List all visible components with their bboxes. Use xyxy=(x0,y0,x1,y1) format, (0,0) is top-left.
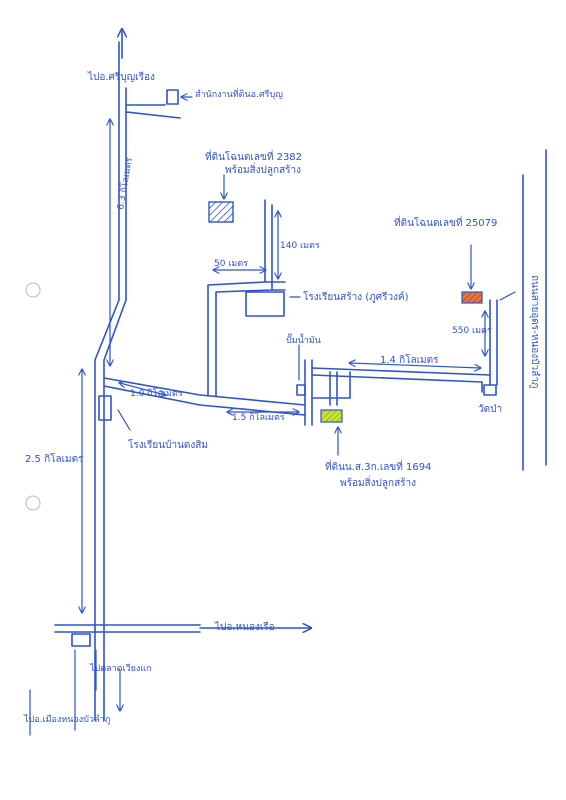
market-building xyxy=(71,633,91,647)
plot-1694 xyxy=(320,409,343,423)
school-pointer xyxy=(117,409,131,431)
distance-10-line xyxy=(120,383,165,395)
label-dist-25: 2.5 กิโลเมตร xyxy=(25,452,84,465)
label-dist-550: 550 เมตร xyxy=(452,326,492,336)
plot-25079 xyxy=(461,291,483,304)
school-building xyxy=(98,395,112,421)
label-dist-63: 6.3 กิโลเมตร xyxy=(115,157,135,211)
label-plot3-title: ที่ดินน.ส.3ก.เลขที่ 1694 xyxy=(325,459,431,473)
label-dist-10: 1.0 กิโลเมตร xyxy=(130,388,183,399)
distance-14-line xyxy=(350,363,480,368)
label-to-nongbua: ไปอ.หนองเรือ xyxy=(214,621,275,633)
label-dist-140: 140 เมตร xyxy=(280,241,320,251)
binder-hole xyxy=(25,495,41,511)
branch-road-plot1 xyxy=(207,199,286,397)
label-land-office: สำนักงานที่ดินอ.ศรีบุญ xyxy=(195,87,283,100)
school-nong-building xyxy=(245,291,285,317)
land-office-building xyxy=(166,89,179,105)
office-road xyxy=(125,111,181,119)
plot-2382 xyxy=(208,201,234,223)
south-road xyxy=(54,625,310,632)
label-road-right: ถนนสายอุดร-หนองบัวลำภู xyxy=(529,275,540,388)
label-plot1-title: ที่ดินโฉนดเลขที่ 2382 xyxy=(205,149,302,163)
label-fuel-station: ปั๊มน้ำมัน xyxy=(286,333,321,346)
label-plot3-sub: พร้อมสิ่งปลูกสร้าง xyxy=(340,475,416,489)
label-plot1-sub: พร้อมสิ่งปลูกสร้าง xyxy=(225,162,301,176)
label-school2: โรงเรียนบ้านดงสิม xyxy=(128,438,208,451)
label-plot2-title: ที่ดินโฉนดเลขที่ 25079 xyxy=(394,215,497,229)
binder-hole xyxy=(25,282,41,298)
temple-road xyxy=(481,299,498,393)
label-dist-15: 1.5 กิโลเมตร xyxy=(232,412,285,423)
label-school-nong: โรงเรียนสร้าง (ภูศรีวงค์) xyxy=(303,290,409,303)
label-to-city: ไปอ.เมืองหนองบัวลำภู xyxy=(23,714,111,725)
label-temple: วัดป่า xyxy=(478,404,502,415)
label-to-market: ไปตลาดเวียงแก xyxy=(89,663,152,674)
plot2-road-stub xyxy=(499,291,516,301)
temple-building xyxy=(483,384,497,396)
fuel-station-building xyxy=(296,384,306,396)
label-top-north: ไปอ.ศรีบุญเรือง xyxy=(87,71,155,83)
label-dist-14: 1.4 กิโลเมตร xyxy=(380,353,439,366)
label-dist-50: 50 เมตร xyxy=(214,259,248,269)
